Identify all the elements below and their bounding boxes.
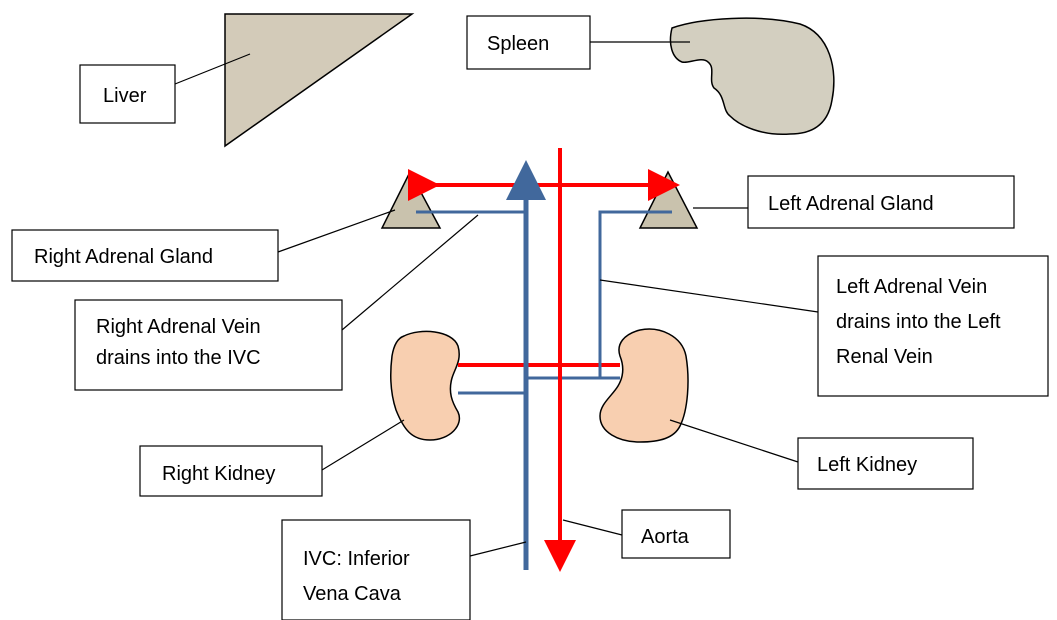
right-adrenal-gland-label: Right Adrenal Gland [12,230,278,281]
right-adrenal-vein-leader [342,215,478,330]
liver-label-text: Liver [103,85,147,107]
spleen-shape [670,18,833,134]
aorta-label-text: Aorta [641,526,690,548]
right-adrenal-gland-leader [278,210,395,252]
left-adrenal-vein-label-line1: Left Adrenal Vein [836,276,987,298]
spleen-label: Spleen [467,16,590,69]
ivc-label-line1: IVC: Inferior [303,548,410,570]
right-adrenal-gland-label-text: Right Adrenal Gland [34,246,213,268]
ivc-leader [470,542,526,556]
right-kidney-shape [391,331,460,440]
left-kidney-label: Left Kidney [798,438,973,489]
aorta-label: Aorta [622,510,730,558]
left-adrenal-gland-label-text: Left Adrenal Gland [768,193,934,215]
left-adrenal-gland-label: Left Adrenal Gland [748,176,1014,228]
left-kidney-label-text: Left Kidney [817,454,917,476]
left-adrenal-vein-leader [600,280,818,312]
aorta-leader [563,520,622,535]
right-adrenal-vein-label: Right Adrenal Vein drains into the IVC [75,300,342,390]
left-kidney-shape [600,329,688,442]
right-adrenal-vein-label-line2: drains into the IVC [96,347,261,369]
left-adrenal-vein-label-line2: drains into the Left [836,311,1001,333]
left-adrenal-vein-label-line3: Renal Vein [836,346,933,368]
left-adrenal-vein-label: Left Adrenal Vein drains into the Left R… [818,256,1048,396]
ivc-label-line2: Vena Cava [303,583,402,605]
spleen-label-text: Spleen [487,33,549,55]
left-adrenal-gland-shape [640,172,697,228]
right-adrenal-gland-shape [382,172,440,228]
left-kidney-leader [670,420,798,462]
right-kidney-leader [322,420,404,470]
ivc-label: IVC: Inferior Vena Cava [282,520,470,620]
liver-shape [225,14,412,146]
right-adrenal-vein-label-line1: Right Adrenal Vein [96,316,261,338]
liver-label: Liver [80,65,175,123]
right-kidney-label-text: Right Kidney [162,463,275,485]
right-kidney-label: Right Kidney [140,446,322,496]
